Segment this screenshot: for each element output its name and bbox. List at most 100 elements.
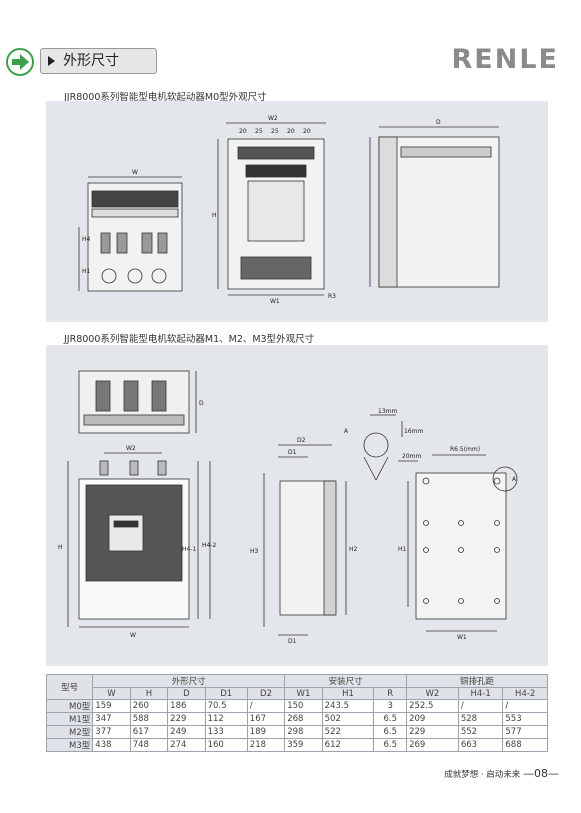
table-row: M1型 347 588 229 112 167 268 502 6.5 209 … xyxy=(45,712,548,726)
table-cell: 133 xyxy=(204,725,248,739)
table-cell: / xyxy=(457,699,504,713)
footer-slogan: 成就梦想 · 启动未来 xyxy=(444,770,521,780)
table-row: M3型 438 748 274 160 218 359 612 6.5 269 … xyxy=(45,738,548,752)
arrow-right-icon xyxy=(6,48,34,76)
table-cell: 269 xyxy=(406,738,459,752)
m123-label-w: W xyxy=(130,632,136,639)
table-cell: / xyxy=(502,699,548,713)
table-cell: 160 xyxy=(204,738,248,752)
table-col-header: D2 xyxy=(246,687,286,700)
section-title: 外形尺寸 xyxy=(63,53,119,69)
m0-label-r3: R3 xyxy=(328,293,336,300)
m0-drawing: W H4 H1 W2 20 25 25 20 20 H W1 R3 D xyxy=(78,115,500,305)
table-group-row: 型号 外形尺寸 安装尺寸 铜排孔距 xyxy=(45,674,548,700)
m0-label-h4: H4 xyxy=(82,236,91,243)
table-cell: 243.5 xyxy=(321,699,375,713)
m0-dim-20a: 20 xyxy=(239,128,247,135)
table-cell: 588 xyxy=(129,712,169,726)
table-row-model: M3型 xyxy=(45,738,94,752)
table-cell: 268 xyxy=(284,712,323,726)
table-group-busbar: 铜排孔距 xyxy=(406,674,548,688)
table-cell: 528 xyxy=(457,712,504,726)
m0-label-h: H xyxy=(212,212,217,219)
m0-dim-20b: 20 xyxy=(287,128,295,135)
table-cell: 150 xyxy=(284,699,323,713)
table-col-header: H1 xyxy=(321,687,375,700)
table-cell: 522 xyxy=(321,725,375,739)
m123-label-h1: H1 xyxy=(398,546,407,553)
m123-label-d1: D1 xyxy=(288,449,297,456)
table-group-outline: 外形尺寸 xyxy=(92,674,286,688)
m123-label-a-detail: A xyxy=(344,428,349,435)
m123-dim-r65: R6.5(mm) xyxy=(450,446,480,453)
m0-dim-25b: 25 xyxy=(271,128,279,135)
table-cell: 347 xyxy=(92,712,131,726)
m0-drawing-panel: W H4 H1 W2 20 25 25 20 20 H W1 R3 D xyxy=(46,101,548,322)
table-cell: 612 xyxy=(321,738,375,752)
table-col-header: W xyxy=(92,687,131,700)
table-cell: 298 xyxy=(284,725,323,739)
m0-label-d: D xyxy=(436,119,441,126)
m123-dim-16mm: 16mm xyxy=(404,428,423,435)
table-cell: 249 xyxy=(167,725,206,739)
m123-label-w1: W1 xyxy=(457,634,467,641)
m123-label-w2: W2 xyxy=(126,445,136,452)
table-cell: 6.5 xyxy=(373,725,408,739)
m123-label-h4-1: H4-1 xyxy=(182,546,196,553)
m123-label-h4-2: H4-2 xyxy=(202,542,216,549)
m123-label-d1-bottom: D1 xyxy=(288,638,297,645)
m123-label-h2: H2 xyxy=(349,546,358,553)
table-cell: 186 xyxy=(167,699,206,713)
table-cell: 6.5 xyxy=(373,712,408,726)
table-group-mounting: 安装尺寸 xyxy=(284,674,408,688)
m123-drawing: D W2 W H H4-1 H4-2 D2 D1 D1 H3 H2 H1 W1 … xyxy=(58,370,518,645)
table-col-header: H4-1 xyxy=(457,687,504,700)
m123-label-d: D xyxy=(199,400,204,407)
table-cell: 112 xyxy=(204,712,248,726)
m0-label-h1: H1 xyxy=(82,268,91,275)
table-col-header: W2 xyxy=(406,687,459,700)
table-cell: 6.5 xyxy=(373,738,408,752)
table-col-header: W1 xyxy=(284,687,323,700)
table-cell: 577 xyxy=(502,725,548,739)
m0-label-w2: W2 xyxy=(268,115,278,122)
m0-dim-25a: 25 xyxy=(255,128,263,135)
table-cell: 70.5 xyxy=(204,699,248,713)
table-cell: 189 xyxy=(246,725,286,739)
m123-caption: JJR8000系列智能型电机软起动器M1、M2、M3型外观尺寸 xyxy=(64,334,315,345)
table-row-model: M1型 xyxy=(45,712,94,726)
table-cell: 617 xyxy=(129,725,169,739)
table-cell: 663 xyxy=(457,738,504,752)
table-model-header: 型号 xyxy=(45,674,94,700)
table-cell: 274 xyxy=(167,738,206,752)
table-cell: 377 xyxy=(92,725,131,739)
m0-caption: JJR8000系列智能型电机软起动器M0型外观尺寸 xyxy=(64,92,267,103)
table-cell: 159 xyxy=(92,699,131,713)
m0-dim-20c: 20 xyxy=(303,128,311,135)
m0-label-w: W xyxy=(132,169,138,176)
table-cell: 209 xyxy=(406,712,459,726)
table-column-row: W H D D1 D2 W1 H1 R W2 H4-1 H4-2 xyxy=(47,687,548,700)
m123-label-a-plate: A xyxy=(512,476,517,483)
m123-dim-20mm: 20mm xyxy=(402,453,421,460)
table-row-model: M0型 xyxy=(45,699,94,713)
table-cell: 252.5 xyxy=(406,699,459,713)
table-cell: 260 xyxy=(129,699,169,713)
play-triangle-icon xyxy=(48,56,55,66)
table-cell: 748 xyxy=(129,738,169,752)
table-cell: 167 xyxy=(246,712,286,726)
table-cell: 688 xyxy=(502,738,548,752)
page-footer: 成就梦想 · 启动未来 —08— xyxy=(444,767,559,780)
table-row: M2型 377 617 249 133 189 298 522 6.5 229 … xyxy=(45,725,548,739)
m123-label-d2: D2 xyxy=(297,437,306,444)
table-col-header: D1 xyxy=(204,687,248,700)
table-row: M0型 159 260 186 70.5 / 150 243.5 3 252.5… xyxy=(45,699,548,713)
brand-logo: RENLE xyxy=(451,44,559,75)
table-col-header: D xyxy=(167,687,206,700)
section-title-tab: 外形尺寸 xyxy=(40,48,157,74)
table-cell: 438 xyxy=(92,738,131,752)
m123-label-h: H xyxy=(58,544,63,551)
m123-drawing-panel: D W2 W H H4-1 H4-2 D2 D1 D1 H3 H2 H1 W1 … xyxy=(46,345,548,666)
table-cell: 3 xyxy=(373,699,408,713)
m123-label-h3: H3 xyxy=(250,548,259,555)
